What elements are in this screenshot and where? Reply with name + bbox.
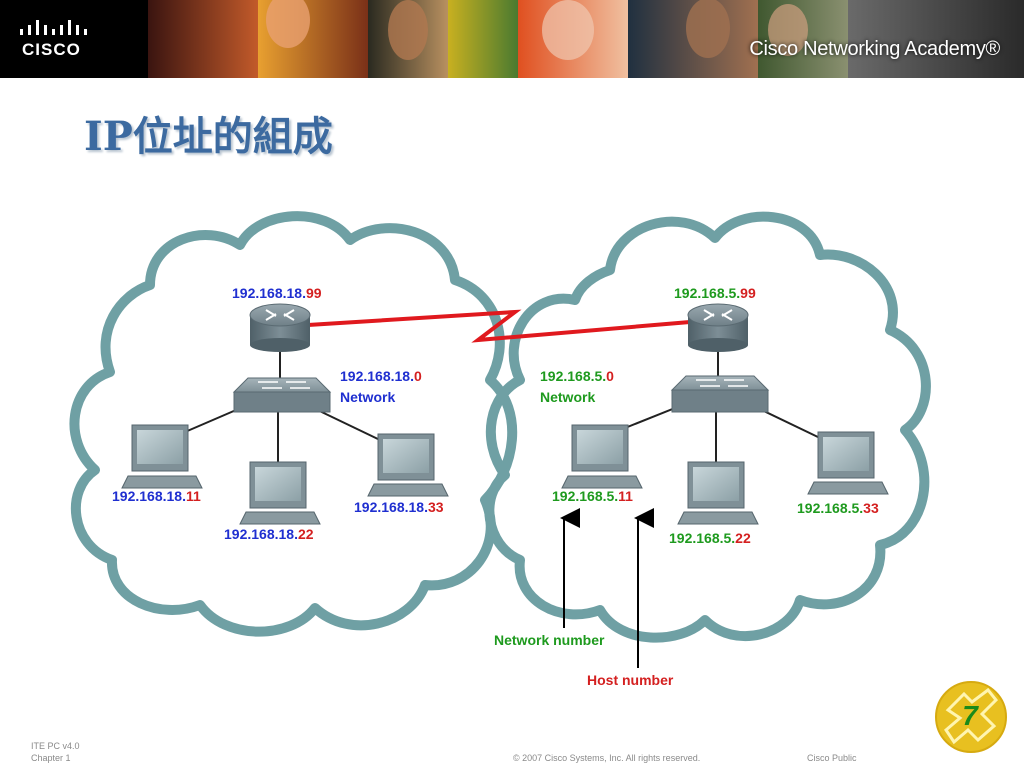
banner-photo-strip [148, 0, 1024, 78]
left-switch-icon [232, 377, 332, 413]
left-host-3-ip: 192.168.18.33 [354, 499, 444, 515]
host-number-label: Host number [587, 672, 674, 688]
right-router-icon [687, 303, 749, 352]
footer-course: ITE PC v4.0 [31, 741, 80, 751]
right-network-label: Network [540, 389, 595, 405]
wan-serial-link [307, 309, 691, 343]
left-network-label: Network [340, 389, 395, 405]
academy-wordmark: Cisco Networking Academy® [749, 38, 1000, 60]
footer-chapter: Chapter 1 [31, 753, 71, 763]
right-host-3-ip: 192.168.5.33 [797, 500, 879, 516]
right-cloud [484, 211, 931, 643]
right-pc-1-icon [561, 424, 643, 489]
left-host-2-ip: 192.168.18.22 [224, 526, 314, 542]
page-number-badge: 7 [935, 681, 1007, 753]
right-pc-3-icon [807, 431, 889, 495]
slide-title: IP位址的組成 [84, 113, 333, 160]
left-pc-1-icon [121, 424, 203, 489]
footer-classification: Cisco Public [807, 753, 857, 763]
left-router-icon [249, 303, 311, 352]
left-pc-2-icon [239, 461, 321, 525]
right-host-1-ip: 192.168.5.11 [552, 488, 633, 504]
right-switch-icon [670, 375, 770, 413]
cisco-wordmark: CISCO [22, 40, 81, 59]
left-cloud [69, 211, 518, 637]
right-router-ip: 192.168.5.99 [674, 285, 756, 301]
cisco-bars-icon [20, 20, 87, 35]
footer-copyright: © 2007 Cisco Systems, Inc. All rights re… [513, 753, 701, 763]
left-host-1-ip: 192.168.18.11 [112, 488, 201, 504]
header-banner: CISCO Cisco Networking Academy® [0, 0, 1024, 78]
left-pc-3-icon [367, 433, 449, 497]
right-network-ip: 192.168.5.0 [540, 368, 614, 384]
left-network-ip: 192.168.18.0 [340, 368, 422, 384]
page-number: 7 [962, 700, 979, 731]
cisco-logo: CISCO [0, 0, 148, 78]
left-router-ip: 192.168.18.99 [232, 285, 322, 301]
network-number-label: Network number [494, 632, 605, 648]
right-host-2-ip: 192.168.5.22 [669, 530, 751, 546]
right-pc-2-icon [677, 461, 759, 525]
